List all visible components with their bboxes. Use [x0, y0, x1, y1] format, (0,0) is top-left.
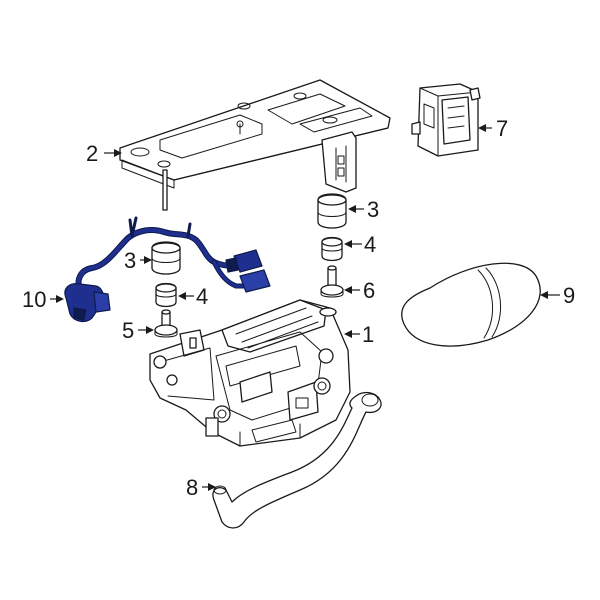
- part-6-mounting-bolt[interactable]: [320, 265, 344, 298]
- part-10-wiring-harness[interactable]: [64, 216, 271, 323]
- part-4-bushing-upper[interactable]: [321, 236, 343, 262]
- callout-labels: 2 7 3 4 6 3 4 5 1 9 10 8: [22, 116, 575, 500]
- callout-6: 6: [363, 278, 375, 303]
- callout-5: 5: [122, 318, 134, 343]
- part-7-relay-block[interactable]: [411, 83, 481, 157]
- part-8-air-hose[interactable]: [212, 391, 382, 529]
- callout-4-lower: 4: [196, 284, 208, 309]
- part-4-bushing-lower[interactable]: [155, 282, 177, 308]
- callout-4-upper: 4: [364, 232, 376, 257]
- callout-9: 9: [563, 283, 575, 308]
- callout-8: 8: [186, 475, 198, 500]
- part-1-air-compressor[interactable]: [149, 299, 351, 447]
- leader-lines: [50, 124, 560, 491]
- part-5-mounting-bolt[interactable]: [154, 309, 178, 338]
- callout-2: 2: [86, 141, 98, 166]
- part-9-pressure-reservoir[interactable]: [401, 262, 541, 347]
- part-3-rubber-mount-upper[interactable]: [317, 193, 347, 229]
- callout-7: 7: [496, 116, 508, 141]
- callout-1: 1: [362, 322, 374, 347]
- part-3-rubber-mount-lower[interactable]: [151, 241, 181, 275]
- callout-3-lower: 3: [124, 248, 136, 273]
- callout-3-upper: 3: [367, 197, 379, 222]
- callout-10: 10: [22, 287, 46, 312]
- part-2-mounting-bracket[interactable]: [119, 79, 391, 211]
